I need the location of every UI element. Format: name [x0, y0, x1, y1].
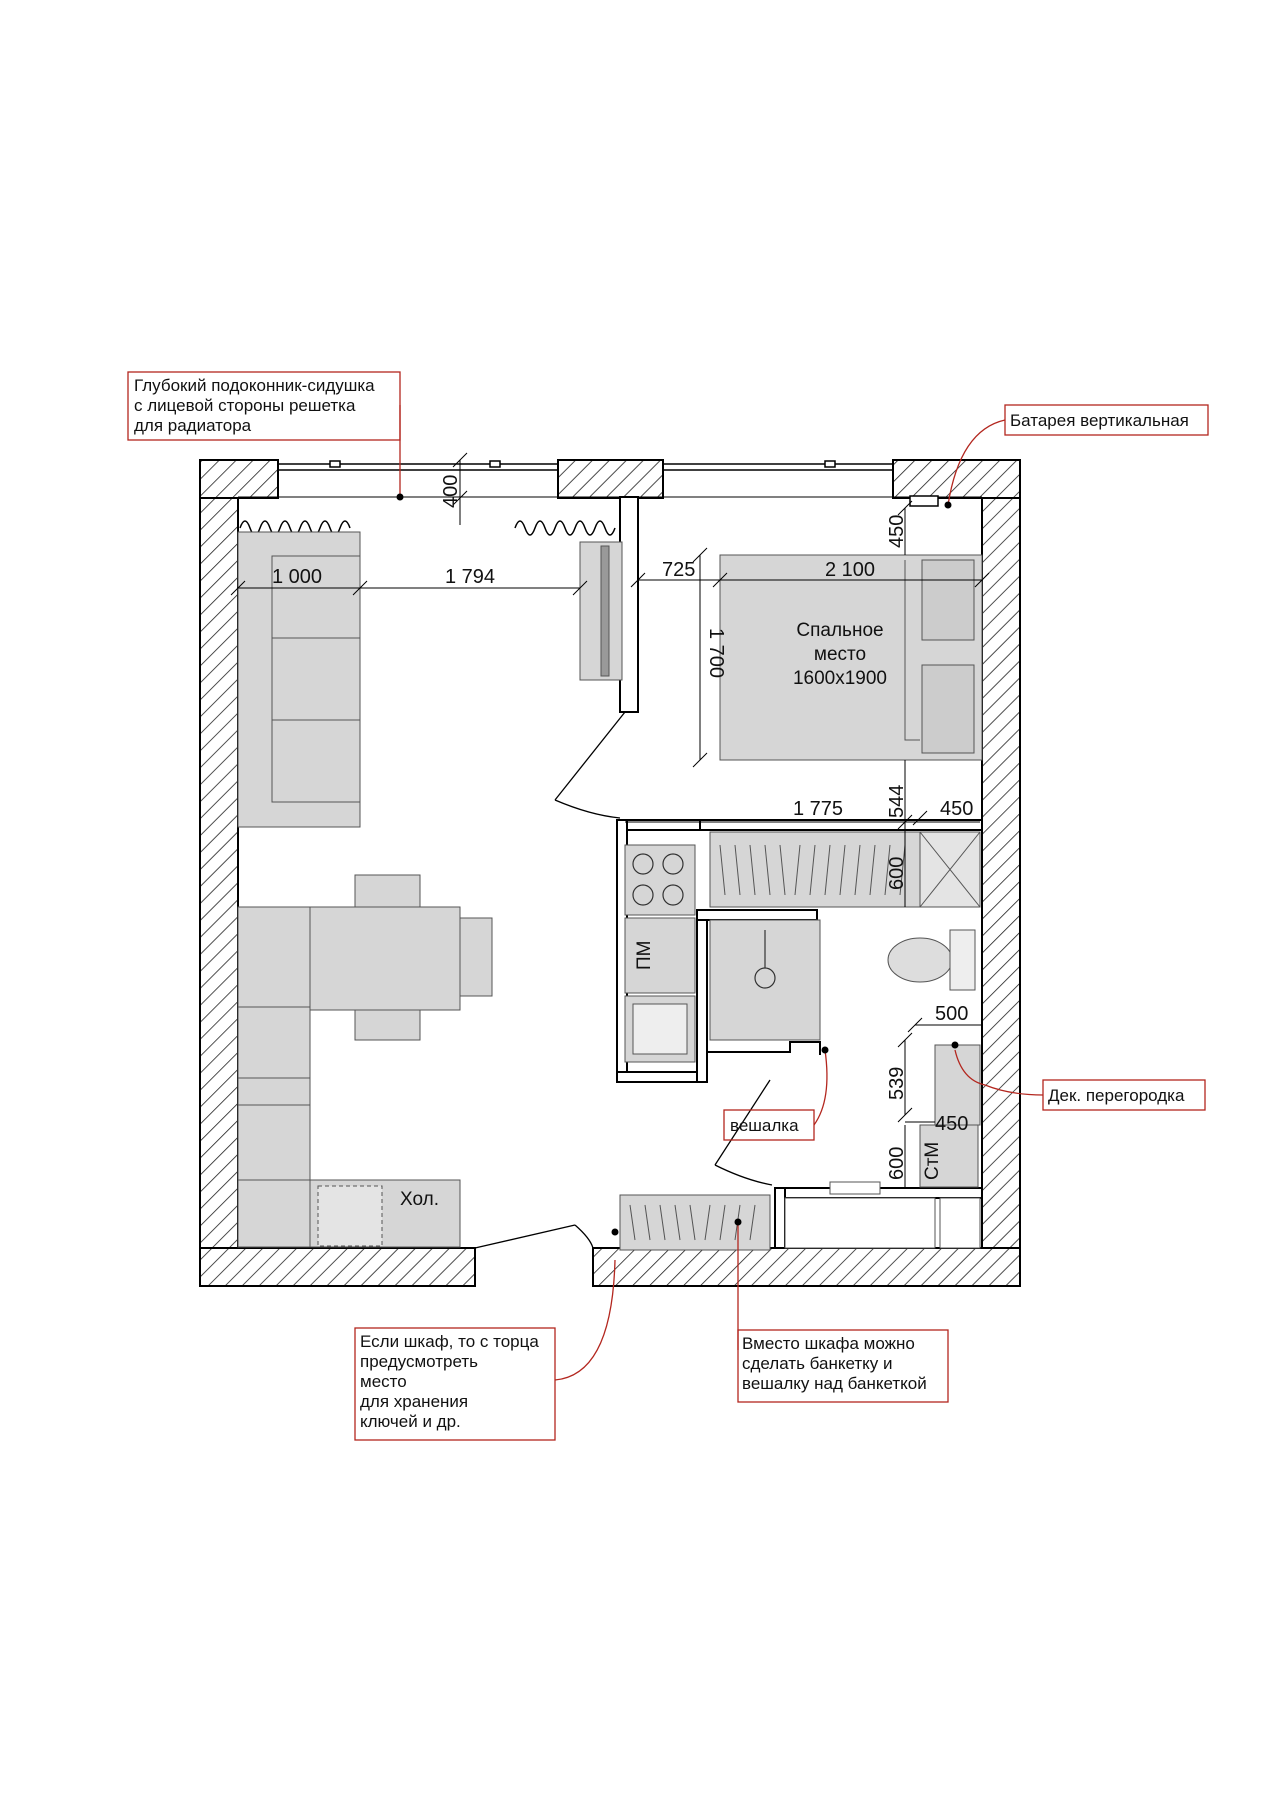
note-radiator: Батарея вертикальная [1010, 411, 1189, 430]
dim-450-low: 450 [935, 1113, 968, 1135]
dishwasher [624, 917, 696, 994]
note-cabinet-2: предусмотреть [360, 1352, 478, 1371]
dimension-labels: 400 450 1 000 1 794 725 2 100 1 700 1 77… [272, 475, 973, 1180]
callout-dots [396, 493, 959, 1236]
wardrobe-hangers [629, 844, 906, 1241]
dim-1794: 1 794 [445, 566, 495, 588]
dim-539: 539 [886, 1067, 908, 1100]
bed-label-1: Спальное [796, 620, 883, 641]
washing-machine [919, 1124, 979, 1188]
dim-450-mid: 450 [940, 798, 973, 820]
dim-2100: 2 100 [825, 559, 875, 581]
callouts [127, 371, 1209, 1441]
bed-label-2: место [814, 644, 866, 665]
dishwasher-label: ПМ [634, 941, 655, 970]
burner-icons [632, 853, 684, 906]
hall-cabinet [619, 1194, 771, 1251]
radiator-icon [239, 495, 939, 536]
dim-400: 400 [440, 475, 462, 508]
bed-label-3: 1600х1900 [793, 668, 887, 689]
note-bench-3: вешалку над банкеткой [742, 1374, 927, 1393]
shower-head-icon [754, 930, 776, 989]
dim-725: 725 [662, 559, 695, 581]
note-sill-2: с лицевой стороны решетка [134, 396, 356, 415]
note-cabinet-4: для хранения [360, 1392, 468, 1411]
note-cabinet-3: место [360, 1372, 407, 1391]
windows [278, 460, 893, 471]
dim-500: 500 [935, 1003, 968, 1025]
note-bench-1: Вместо шкафа можно [742, 1334, 915, 1353]
door-swings [474, 711, 773, 1249]
note-sill-1: Глубокий подоконник-сидушка [134, 376, 375, 395]
dim-544: 544 [886, 785, 908, 818]
dimension-lines [230, 452, 990, 1188]
note-partition: Дек. перегородка [1048, 1086, 1185, 1105]
dim-600-wardrobe: 600 [886, 857, 908, 890]
callout-texts: Глубокий подоконник-сидушка с лицевой ст… [134, 376, 1189, 1431]
dim-1000: 1 000 [272, 566, 322, 588]
dim-600-low: 600 [886, 1147, 908, 1180]
furniture [237, 531, 983, 1251]
dim-1700: 1 700 [705, 628, 727, 678]
toilet [887, 937, 953, 983]
dim-1775: 1 775 [793, 798, 843, 820]
note-cabinet-1: Если шкаф, то с торца [360, 1332, 539, 1351]
washer-label: СтМ [922, 1142, 943, 1180]
stove [624, 844, 696, 916]
note-cabinet-5: ключей и др. [360, 1412, 461, 1431]
room-labels: Спальное место 1600х1900 Хол. ПМ СтМ [400, 620, 943, 1210]
fridge-label: Хол. [400, 1189, 439, 1210]
dining-table [309, 906, 461, 1011]
outer-walls [199, 459, 1021, 1287]
kitchen-counter [237, 906, 311, 1248]
note-sill-3: для радиатора [134, 416, 252, 435]
dim-450-top: 450 [886, 515, 908, 548]
note-bench-2: сделать банкетку и [742, 1354, 893, 1373]
note-hanger: вешалка [730, 1116, 799, 1135]
